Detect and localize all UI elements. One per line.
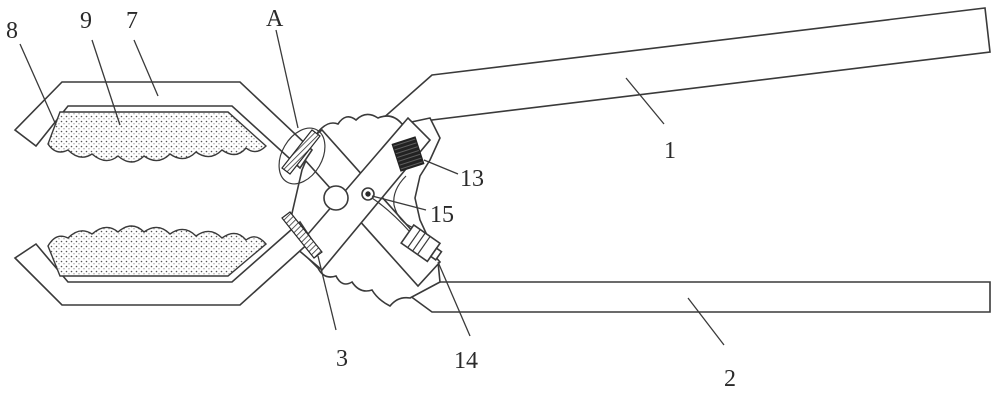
leader-2 — [687, 297, 725, 346]
lower-clamp-block-3 — [281, 211, 323, 259]
leader-1 — [625, 77, 665, 125]
detail-circle-a — [278, 127, 326, 185]
upper-clamp-block — [281, 129, 321, 175]
spring-wire — [371, 197, 411, 233]
leader-14 — [437, 261, 471, 337]
label-3: 3 — [336, 346, 348, 372]
upper-jaw — [13, 81, 314, 170]
lower-handle — [370, 250, 991, 313]
leader-8 — [19, 43, 57, 126]
label-2: 2 — [724, 366, 736, 392]
pivot-pin — [323, 185, 349, 211]
label-1: 1 — [664, 138, 676, 164]
component-13-block — [391, 136, 425, 172]
label-14: 14 — [454, 348, 478, 374]
leader-a — [275, 29, 299, 129]
leader-7 — [133, 39, 159, 97]
leader-15 — [371, 195, 427, 211]
lower-cushion — [47, 225, 267, 277]
label-13: 13 — [460, 166, 484, 192]
upper-cushion — [47, 111, 268, 163]
label-9: 9 — [80, 8, 92, 34]
component-14-cylinder — [400, 223, 443, 263]
leader-13 — [423, 159, 459, 175]
component-15-center — [365, 191, 371, 197]
spring-bracket — [393, 175, 415, 229]
label-a: A — [266, 6, 284, 32]
label-7: 7 — [126, 8, 138, 34]
leader-9 — [91, 39, 121, 126]
lower-jaw — [13, 220, 314, 306]
upper-handle — [370, 7, 991, 152]
leader-3 — [317, 255, 337, 331]
label-8: 8 — [6, 18, 18, 44]
label-15: 15 — [430, 202, 454, 228]
